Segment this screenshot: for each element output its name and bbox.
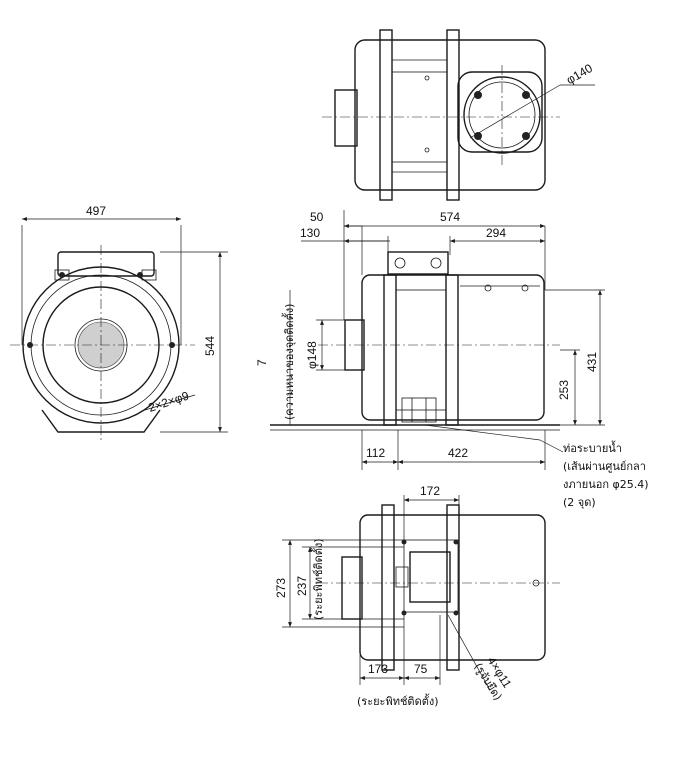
pitch-horizontal-label: (ระยะพิทช์ติดตั้ง)	[357, 693, 439, 708]
d50-label: 50	[310, 210, 324, 224]
d422-label: 422	[448, 446, 468, 460]
d294-label: 294	[486, 226, 506, 240]
top-view: φ140	[322, 29, 595, 201]
d574-label: 574	[440, 210, 460, 224]
drain-line-2: งภายนอก φ25.4)	[563, 478, 649, 491]
d112-label: 112	[366, 446, 385, 460]
drain-line-1: (เส้นผ่านศูนย์กลา	[563, 460, 646, 473]
front-view: 497 544 2×2×φ9	[10, 204, 228, 440]
pitch-vertical-label: (ระยะพิทช์ติดตั้ง)	[310, 538, 325, 620]
d130-label: 130	[300, 226, 320, 240]
d173-label: 173	[368, 662, 388, 676]
side-view: 50 574 130 294 (ความหนาของจุดติดตั้ง) 7 …	[255, 210, 649, 509]
h237-label: 237	[295, 576, 309, 596]
d172-label: 172	[420, 484, 440, 498]
drain-title: ท่อระบายน้ำ	[563, 440, 622, 455]
width-497-label: 497	[86, 204, 106, 218]
d7-label: 7	[255, 359, 269, 366]
ceiling-thickness-label: (ความหนาของจุดติดตั้ง)	[281, 304, 296, 420]
h431-label: 431	[585, 352, 599, 372]
drain-line-3: (2 จุด)	[563, 496, 596, 509]
h253-label: 253	[557, 380, 571, 400]
height-544-label: 544	[203, 336, 217, 356]
h273-label: 273	[274, 578, 288, 598]
d75-label: 75	[414, 662, 428, 676]
phi140-label: φ140	[564, 61, 595, 87]
bottom-view: 172 273 237 (ระยะพิทช์ติดตั้ง) 173 75 (ร…	[274, 484, 560, 708]
phi148-label: φ148	[305, 341, 319, 369]
front-holes-label: 2×2×φ9	[147, 389, 191, 415]
